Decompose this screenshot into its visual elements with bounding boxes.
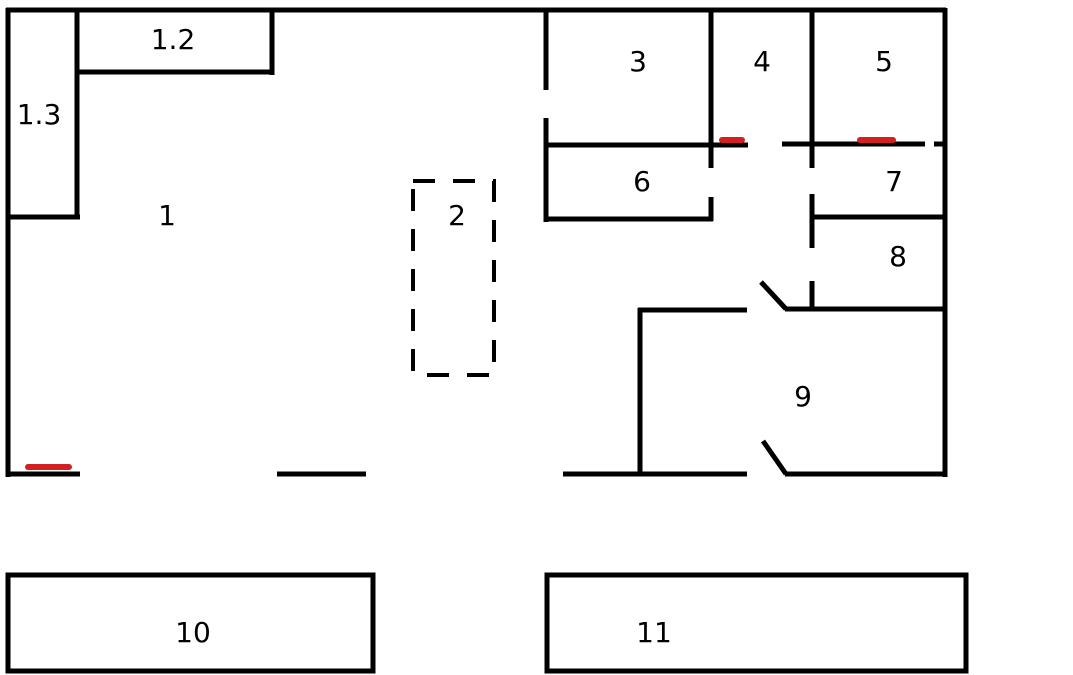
- room-label-7: 7: [885, 165, 903, 198]
- room-9-walls: [637, 280, 947, 476]
- room-label-11: 11: [636, 616, 672, 649]
- room-label-10: 10: [175, 616, 211, 649]
- room-labels: 1 1.2 1.3 2 3 4 5 6 7 8 9 10 11: [17, 23, 907, 649]
- red-markers: [25, 137, 896, 470]
- room-1-3-walls: [8, 10, 80, 220]
- room-label-1-2: 1.2: [151, 23, 196, 56]
- room-label-6: 6: [633, 165, 651, 198]
- area-2-outline: [411, 179, 496, 377]
- right-block-walls: [543, 8, 946, 310]
- room-1-2-walls: [77, 10, 275, 75]
- building-10-outline: [5, 572, 376, 674]
- outer-walls: [5, 7, 948, 477]
- room-label-5: 5: [875, 45, 893, 78]
- room-label-1-3: 1.3: [17, 98, 62, 131]
- door-swing-lower: [760, 439, 789, 476]
- room-label-3: 3: [629, 45, 647, 78]
- building-11-outline: [544, 572, 969, 674]
- room-label-4: 4: [753, 45, 771, 78]
- room-label-1: 1: [158, 199, 176, 232]
- room-label-2: 2: [448, 199, 466, 232]
- door-swing-upper: [759, 280, 788, 311]
- room-label-9: 9: [794, 380, 812, 413]
- room-label-8: 8: [889, 240, 907, 273]
